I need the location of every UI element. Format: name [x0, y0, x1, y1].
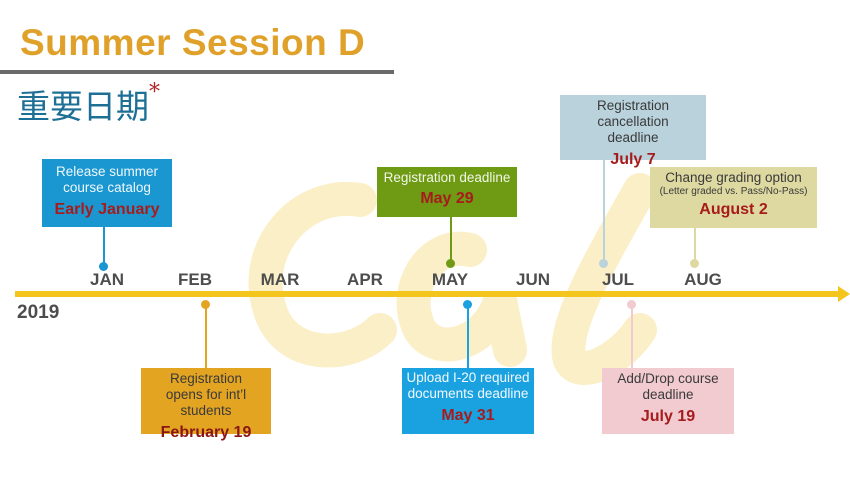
event-marker-add-drop — [627, 300, 636, 309]
event-stem-registration-deadline — [450, 217, 452, 262]
event-box-grading: Change grading option (Letter graded vs.… — [650, 167, 817, 228]
event-date-catalog: Early January — [54, 201, 160, 218]
timeline-year: 2019 — [17, 302, 60, 323]
event-marker-grading — [690, 259, 699, 268]
month-label-aug: AUG — [684, 270, 722, 289]
event-marker-registration-deadline — [446, 259, 455, 268]
event-date-i20: May 31 — [441, 407, 495, 424]
month-label-apr: APR — [347, 270, 383, 289]
event-box-i20: Upload I-20 required documents deadline … — [402, 368, 534, 434]
event-marker-cancellation — [599, 259, 608, 268]
event-stem-grading — [694, 228, 696, 262]
event-box-add-drop: Add/Drop course deadline July 19 — [602, 368, 734, 434]
event-marker-i20 — [463, 300, 472, 309]
timeline-arrowhead — [838, 286, 850, 302]
event-box-cancellation: Registration cancellation deadline July … — [560, 95, 706, 168]
page-subtitle: 重要日期* — [17, 80, 160, 128]
event-stem-intl-open — [205, 305, 207, 368]
month-label-jun: JUN — [515, 270, 550, 289]
event-marker-catalog — [99, 262, 108, 271]
page-title: Summer Session D — [20, 22, 366, 63]
event-label-add-drop: Add/Drop course deadline — [617, 371, 719, 402]
event-label-i20: Upload I-20 required documents deadline — [406, 370, 530, 401]
event-stem-catalog — [103, 227, 105, 267]
month-label-feb: FEB — [178, 270, 212, 289]
event-date-registration-deadline: May 29 — [420, 190, 474, 207]
event-date-intl-open: February 19 — [160, 424, 252, 441]
event-stem-cancellation — [603, 160, 605, 262]
event-label-catalog: Release summer course catalog — [55, 164, 159, 195]
event-label-registration-deadline: Registration deadline — [383, 170, 511, 185]
title-underline — [0, 70, 394, 74]
month-label-jul: JUL — [601, 270, 635, 289]
event-date-add-drop: July 19 — [640, 408, 696, 425]
subtitle-text: 重要日期 — [17, 87, 149, 126]
event-label-intl-open: Registration opens for int’l students — [165, 371, 247, 418]
month-label-mar: MAR — [260, 270, 300, 289]
event-box-registration-deadline: Registration deadline May 29 — [377, 167, 517, 217]
event-marker-intl-open — [201, 300, 210, 309]
subtitle-asterisk: * — [149, 80, 160, 105]
event-date-cancellation: July 7 — [610, 151, 656, 168]
timeline-axis — [15, 291, 845, 297]
event-label-grading: Change grading option — [665, 170, 802, 185]
event-date-grading: August 2 — [699, 201, 768, 218]
month-label-may: MAY — [431, 270, 469, 289]
month-label-jan: JAN — [89, 270, 124, 289]
event-stem-add-drop — [631, 305, 633, 368]
event-box-intl-open: Registration opens for int’l students Fe… — [141, 368, 271, 441]
event-box-catalog: Release summer course catalog Early Janu… — [42, 159, 172, 227]
event-note-grading: (Letter graded vs. Pass/No-Pass) — [659, 186, 808, 197]
event-label-cancellation: Registration cancellation deadline — [596, 98, 670, 145]
event-stem-i20 — [467, 305, 469, 368]
